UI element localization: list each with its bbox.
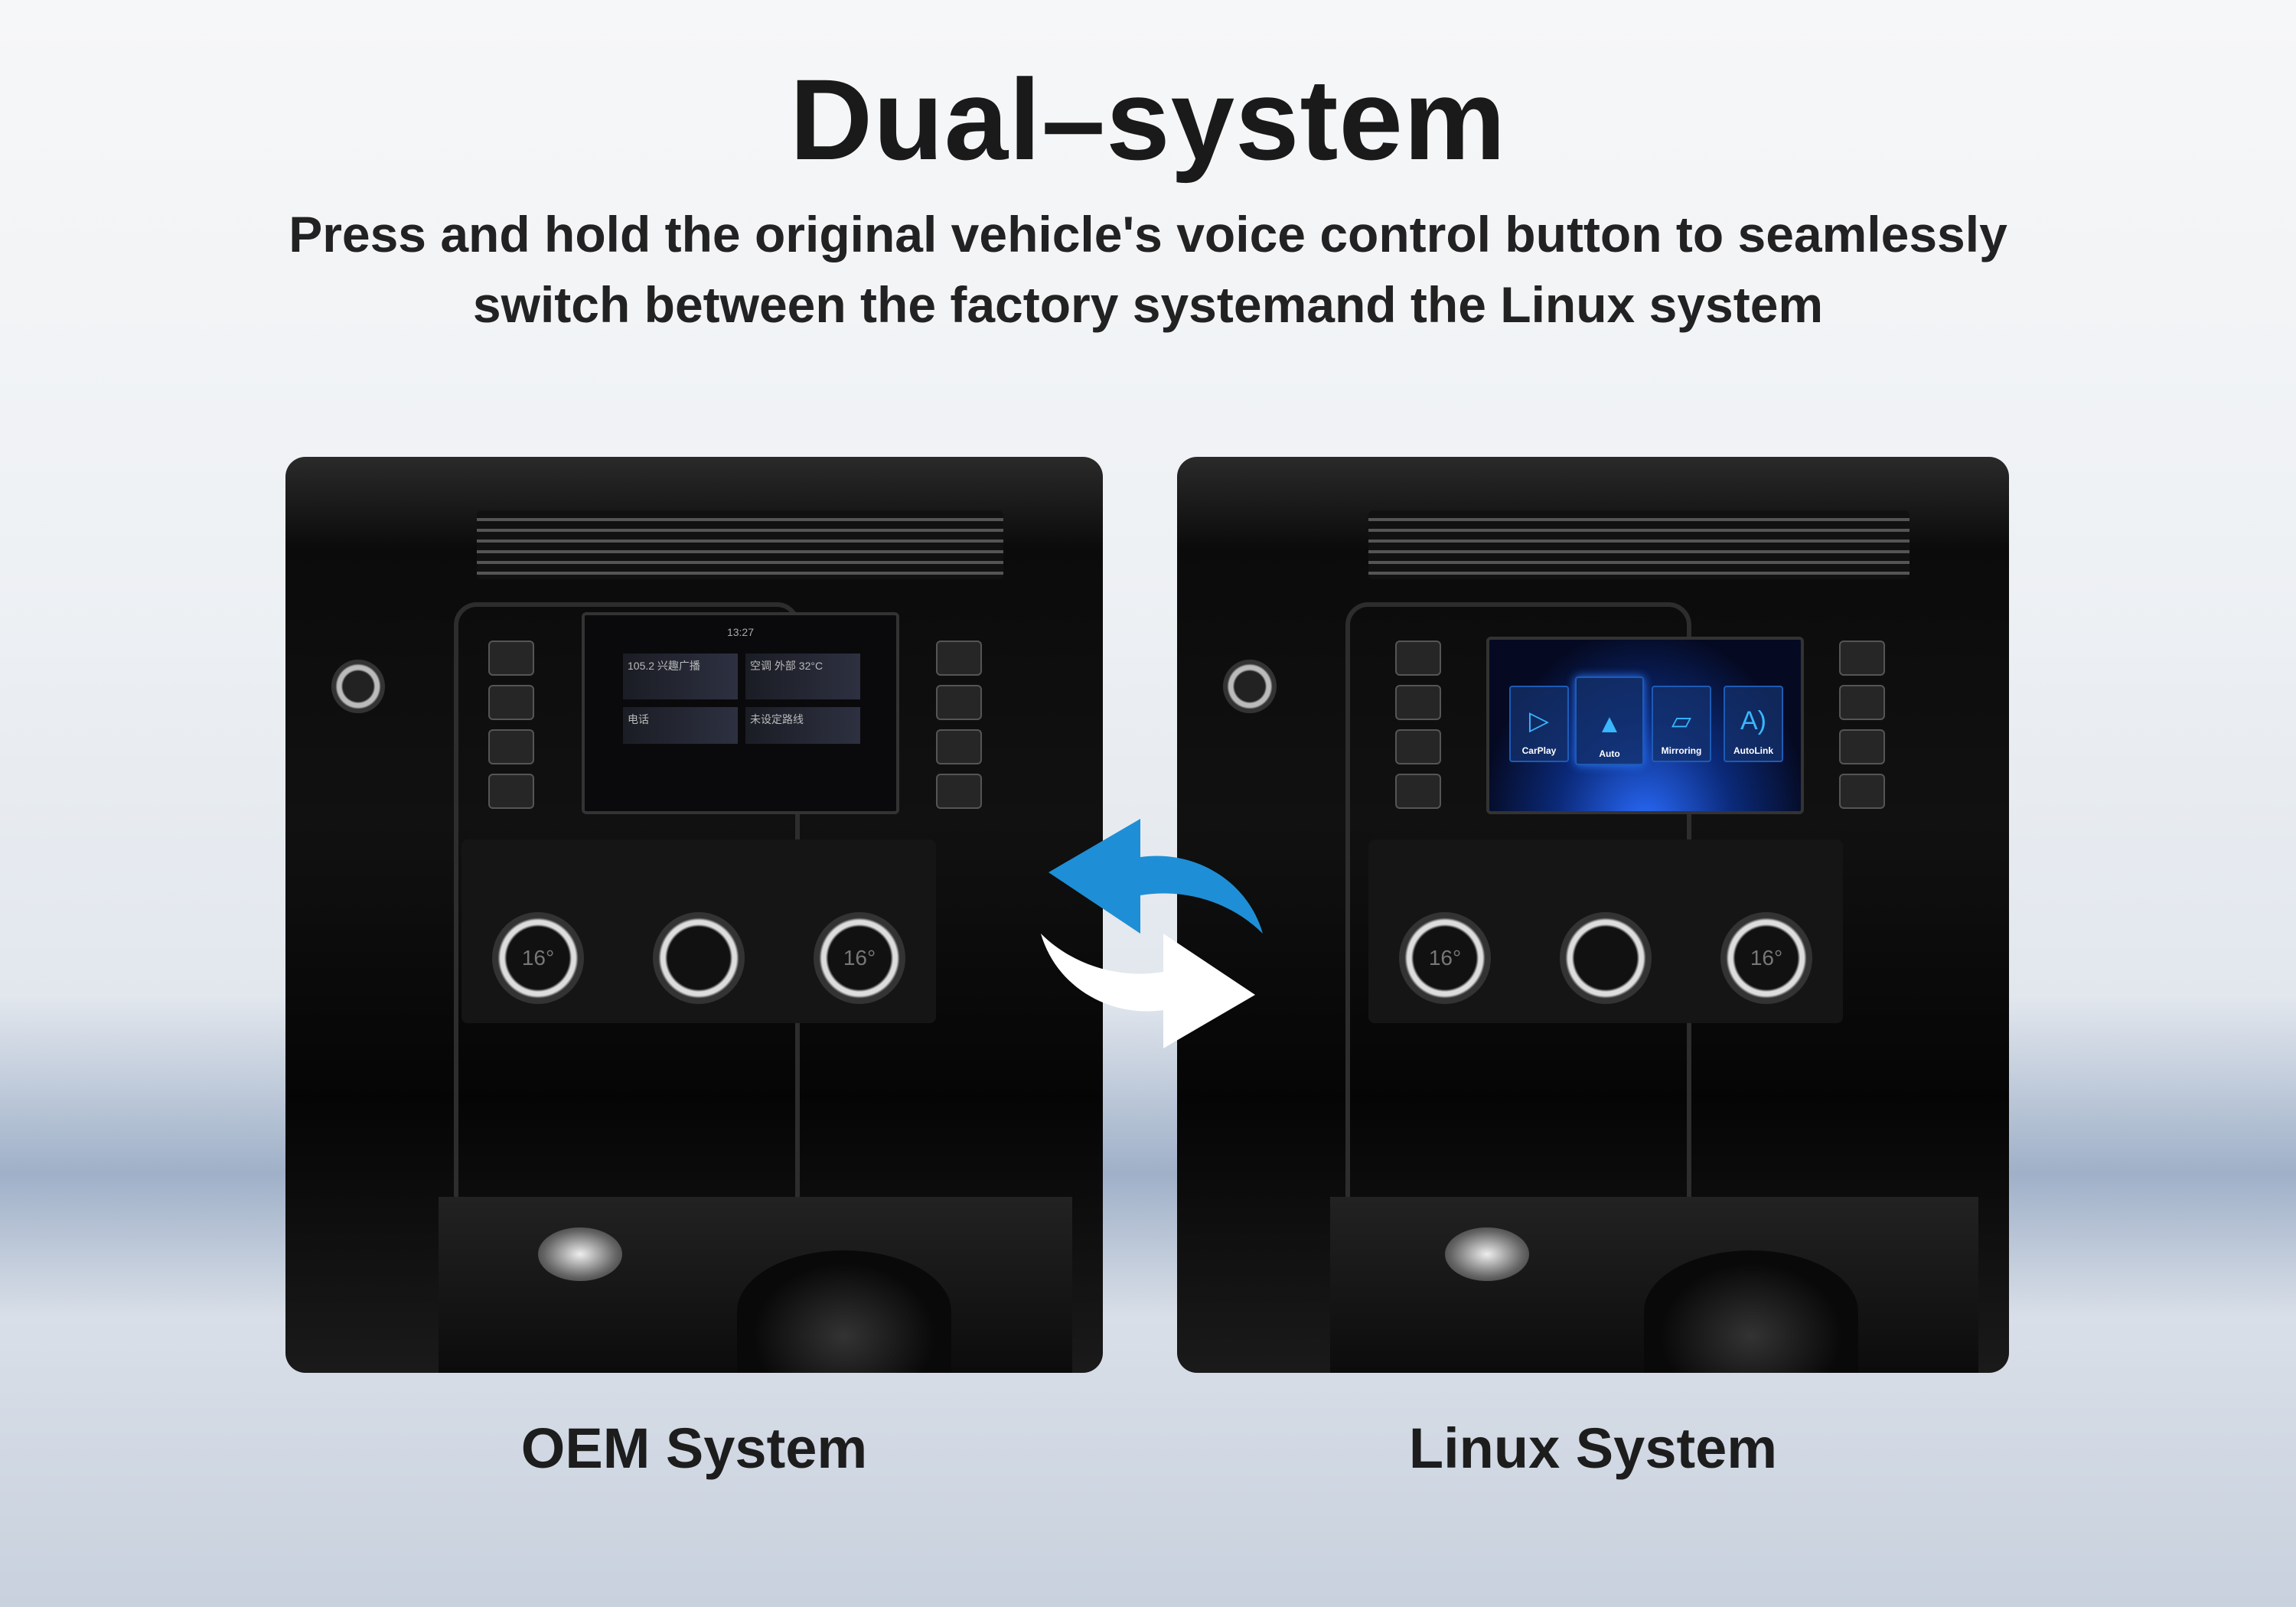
nav-tile: 未设定路线 (745, 707, 860, 744)
cup-holder (1644, 1250, 1858, 1373)
carplay-icon: ▷ (1528, 706, 1550, 735)
temp-knob-left: 16° (1399, 912, 1491, 1004)
linux-system-photo: ▷CarPlay ▲Auto ▱Mirroring A)AutoLink 16°… (1177, 457, 2009, 1373)
temp-knob-right: 16° (1720, 912, 1812, 1004)
oem-system-photo: 13:27 105.2 兴趣广播 空调 外部 32°C 电话 未设定路线 16°… (285, 457, 1103, 1373)
autolink-icon: A) (1740, 706, 1766, 735)
climate-tile: 空调 外部 32°C (745, 654, 860, 699)
start-button (1223, 660, 1277, 713)
app-mirroring[interactable]: ▱Mirroring (1652, 686, 1711, 762)
linux-system-caption: Linux System (1408, 1416, 1778, 1480)
start-button (331, 660, 385, 713)
clock: 13:27 (726, 626, 755, 638)
temp-knob-left: 16° (492, 912, 584, 1004)
oem-screen: 13:27 105.2 兴趣广播 空调 外部 32°C 电话 未设定路线 (582, 612, 899, 814)
gear-dial (538, 1227, 622, 1281)
cup-holder (737, 1250, 951, 1373)
climate-control-panel: 16° 16° (461, 839, 936, 1023)
left-button-column (488, 641, 534, 809)
linux-screen: ▷CarPlay ▲Auto ▱Mirroring A)AutoLink (1486, 637, 1804, 814)
right-button-column (1839, 641, 1885, 809)
page-title: Dual–system (789, 55, 1507, 184)
app-autolink[interactable]: A)AutoLink (1724, 686, 1783, 762)
switch-arrows (1041, 819, 1263, 1048)
subtitle-line-2: switch between the factory systemand the… (472, 276, 1824, 333)
phone-tile: 电话 (623, 707, 738, 744)
air-vent (477, 510, 1003, 579)
oem-system-caption: OEM System (520, 1416, 868, 1480)
app-auto[interactable]: ▲Auto (1575, 676, 1644, 765)
air-vent (1368, 510, 1910, 579)
fan-knob (653, 912, 745, 1004)
gear-dial (1445, 1227, 1529, 1281)
subtitle-line-1: Press and hold the original vehicle's vo… (289, 206, 2007, 262)
radio-tile: 105.2 兴趣广播 (623, 654, 738, 699)
arrow-right-white-icon (1041, 934, 1255, 1048)
climate-control-panel: 16° 16° (1368, 839, 1843, 1023)
left-button-column (1395, 641, 1441, 809)
fan-knob (1560, 912, 1652, 1004)
right-button-column (936, 641, 982, 809)
android-auto-icon: ▲ (1596, 709, 1623, 738)
temp-knob-right: 16° (814, 912, 905, 1004)
arrow-left-blue-icon (1049, 819, 1263, 934)
app-carplay[interactable]: ▷CarPlay (1509, 686, 1569, 762)
mirroring-icon: ▱ (1671, 706, 1692, 735)
